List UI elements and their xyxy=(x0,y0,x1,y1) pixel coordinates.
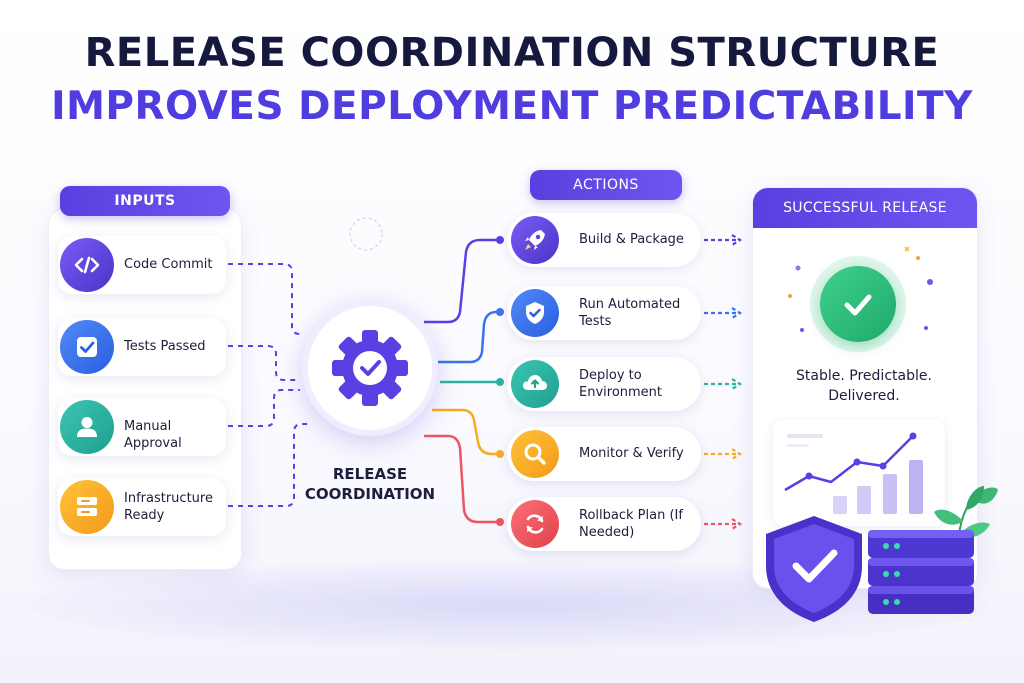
cloud-upload-icon xyxy=(511,360,559,408)
input-label: Code Commit xyxy=(124,257,213,272)
code-icon xyxy=(60,238,114,292)
title-line-2: IMPROVES DEPLOYMENT PREDICTABILITY xyxy=(51,84,973,129)
release-header: SUCCESSFUL RELEASE xyxy=(753,188,977,228)
shield-check-icon xyxy=(511,289,559,337)
check-circle-icon xyxy=(820,266,896,342)
input-label: Manual Approval xyxy=(124,419,182,451)
action-label: Build & Package xyxy=(579,232,684,247)
action-label: Deploy to Environment xyxy=(579,368,663,400)
gear-check-icon xyxy=(332,330,408,406)
action-label: Monitor & Verify xyxy=(579,446,684,461)
action-run-tests[interactable]: Run Automated Tests xyxy=(507,286,701,340)
actions-header: ACTIONS xyxy=(530,170,682,200)
rocket-icon xyxy=(511,216,559,264)
input-infrastructure-ready[interactable]: Infrastructure Ready xyxy=(58,478,226,536)
release-coordination-hub[interactable] xyxy=(302,300,438,436)
hub-label: RELEASE COORDINATION xyxy=(304,465,436,503)
trend-chart-card xyxy=(773,420,945,526)
release-tagline-1: Stable. Predictable. xyxy=(796,368,932,384)
action-label: Run Automated Tests xyxy=(579,297,681,329)
action-label: Rollback Plan (If Needed) xyxy=(579,508,683,540)
server-stack-icon xyxy=(868,530,974,614)
server-icon xyxy=(60,480,114,534)
title-line-1: RELEASE COORDINATION STRUCTURE xyxy=(84,30,940,76)
action-deploy[interactable]: Deploy to Environment xyxy=(507,357,701,411)
checkbox-icon xyxy=(60,320,114,374)
input-code-commit[interactable]: Code Commit xyxy=(58,236,226,294)
input-label: Infrastructure Ready xyxy=(124,491,213,523)
action-build-package[interactable]: Build & Package xyxy=(507,213,701,267)
release-tagline-2: Delivered. xyxy=(828,388,900,404)
input-label: Tests Passed xyxy=(124,339,206,354)
shield-3d-icon xyxy=(766,516,862,622)
input-manual-approval[interactable]: Manual Approval xyxy=(58,398,226,456)
action-rollback[interactable]: Rollback Plan (If Needed) xyxy=(507,497,701,551)
magnifier-icon xyxy=(511,430,559,478)
action-monitor[interactable]: Monitor & Verify xyxy=(507,427,701,481)
person-icon xyxy=(60,400,114,454)
input-tests-passed[interactable]: Tests Passed xyxy=(58,318,226,376)
trend-chart-graphic xyxy=(784,432,923,514)
refresh-icon xyxy=(511,500,559,548)
inputs-header: INPUTS xyxy=(60,186,230,216)
